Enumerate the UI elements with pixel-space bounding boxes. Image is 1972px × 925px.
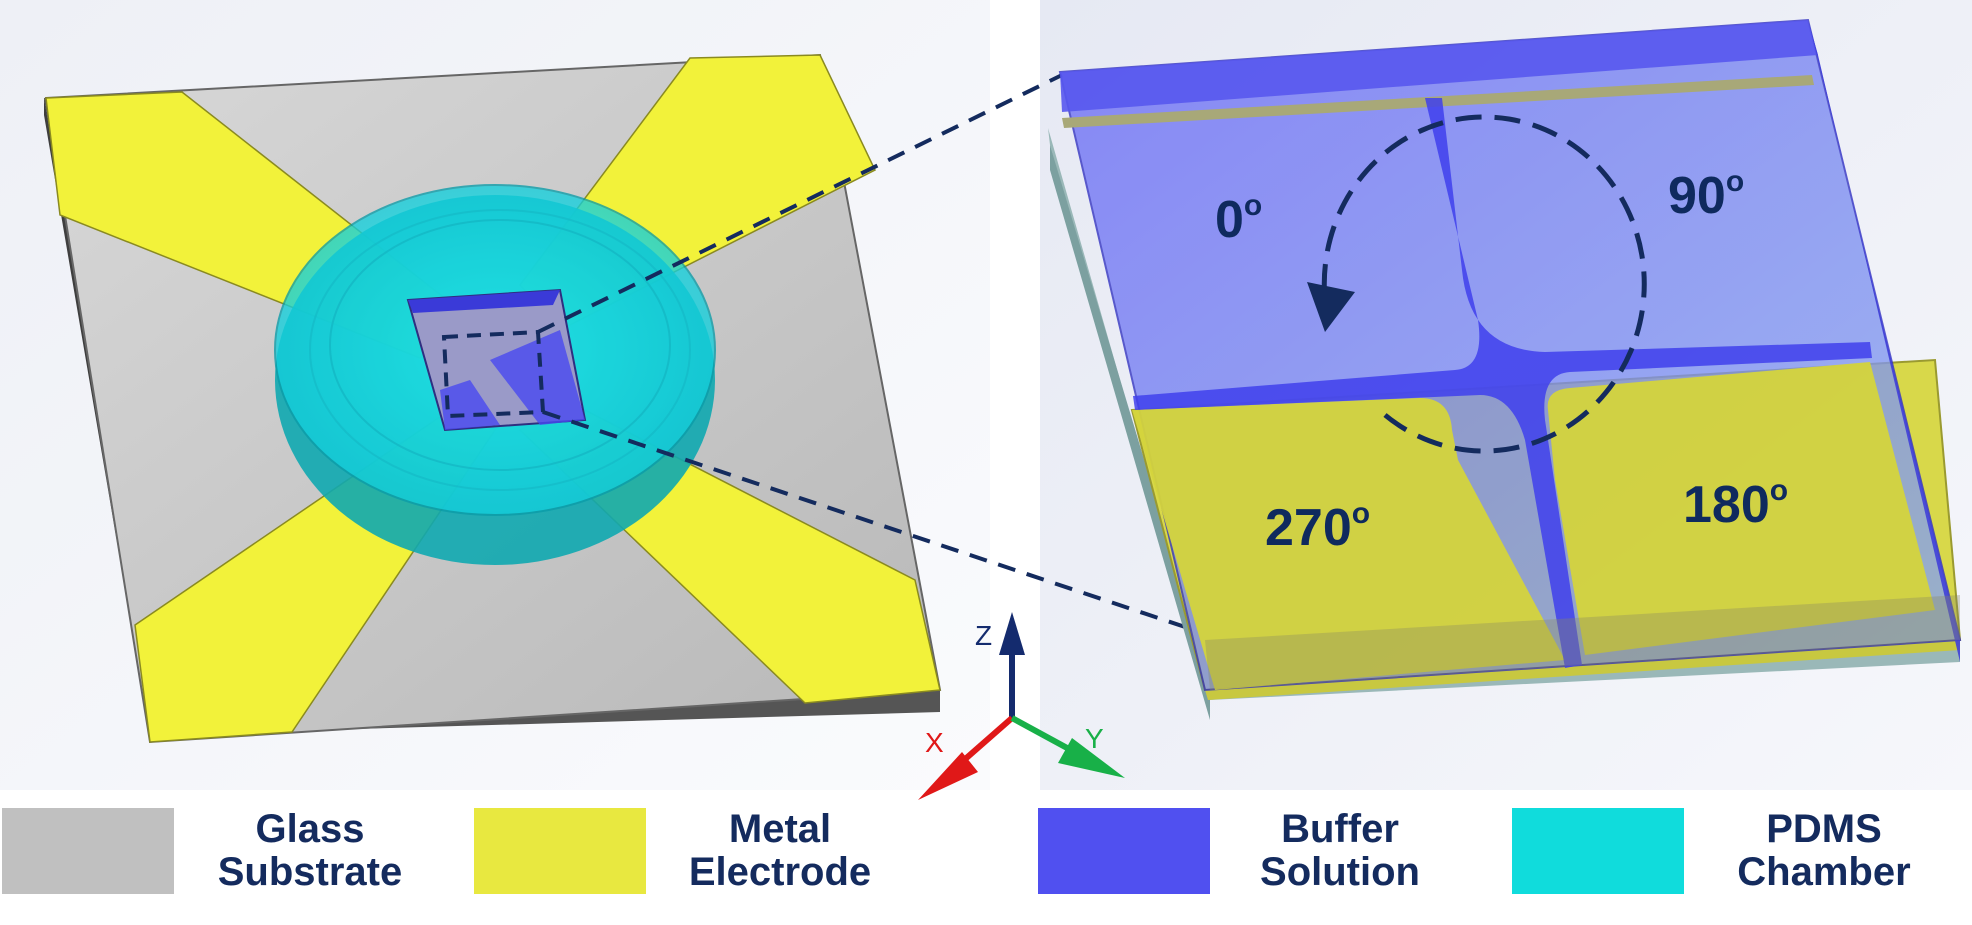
rotation-arrow-head — [1307, 282, 1355, 332]
angle-label-180: 180o — [1683, 474, 1788, 534]
electrode-pad-270 — [1132, 398, 1565, 690]
legend-swatch-pdms-chamber — [1512, 808, 1684, 894]
x-axis-arrowhead — [918, 752, 978, 800]
rotation-arrow-path — [1321, 114, 1647, 454]
legend-swatch-glass-substrate — [2, 808, 174, 894]
buffer-solution-small — [490, 330, 585, 425]
zoom-line-top — [537, 73, 1063, 334]
x-axis-label: X — [925, 727, 944, 758]
y-axis-label: Y — [1085, 723, 1104, 754]
z-axis-label: Z — [975, 620, 992, 651]
coordinate-axes: Z X Y — [918, 612, 1125, 800]
y-axis-arrowhead — [1058, 738, 1125, 778]
electrode-pad-180 — [1547, 362, 1935, 655]
angle-label-270: 270o — [1265, 497, 1370, 557]
zoomed-view — [1048, 18, 1962, 720]
zoom-line-bottom — [542, 410, 1201, 634]
legend-swatch-metal-electrode — [474, 808, 646, 894]
z-axis-arrowhead — [999, 612, 1025, 655]
angle-label-90: 90o — [1668, 165, 1744, 225]
device-overview — [44, 53, 942, 744]
legend-swatch-buffer-solution — [1038, 808, 1210, 894]
angle-label-0: 0o — [1215, 189, 1262, 249]
cross-channel — [1133, 98, 1872, 668]
